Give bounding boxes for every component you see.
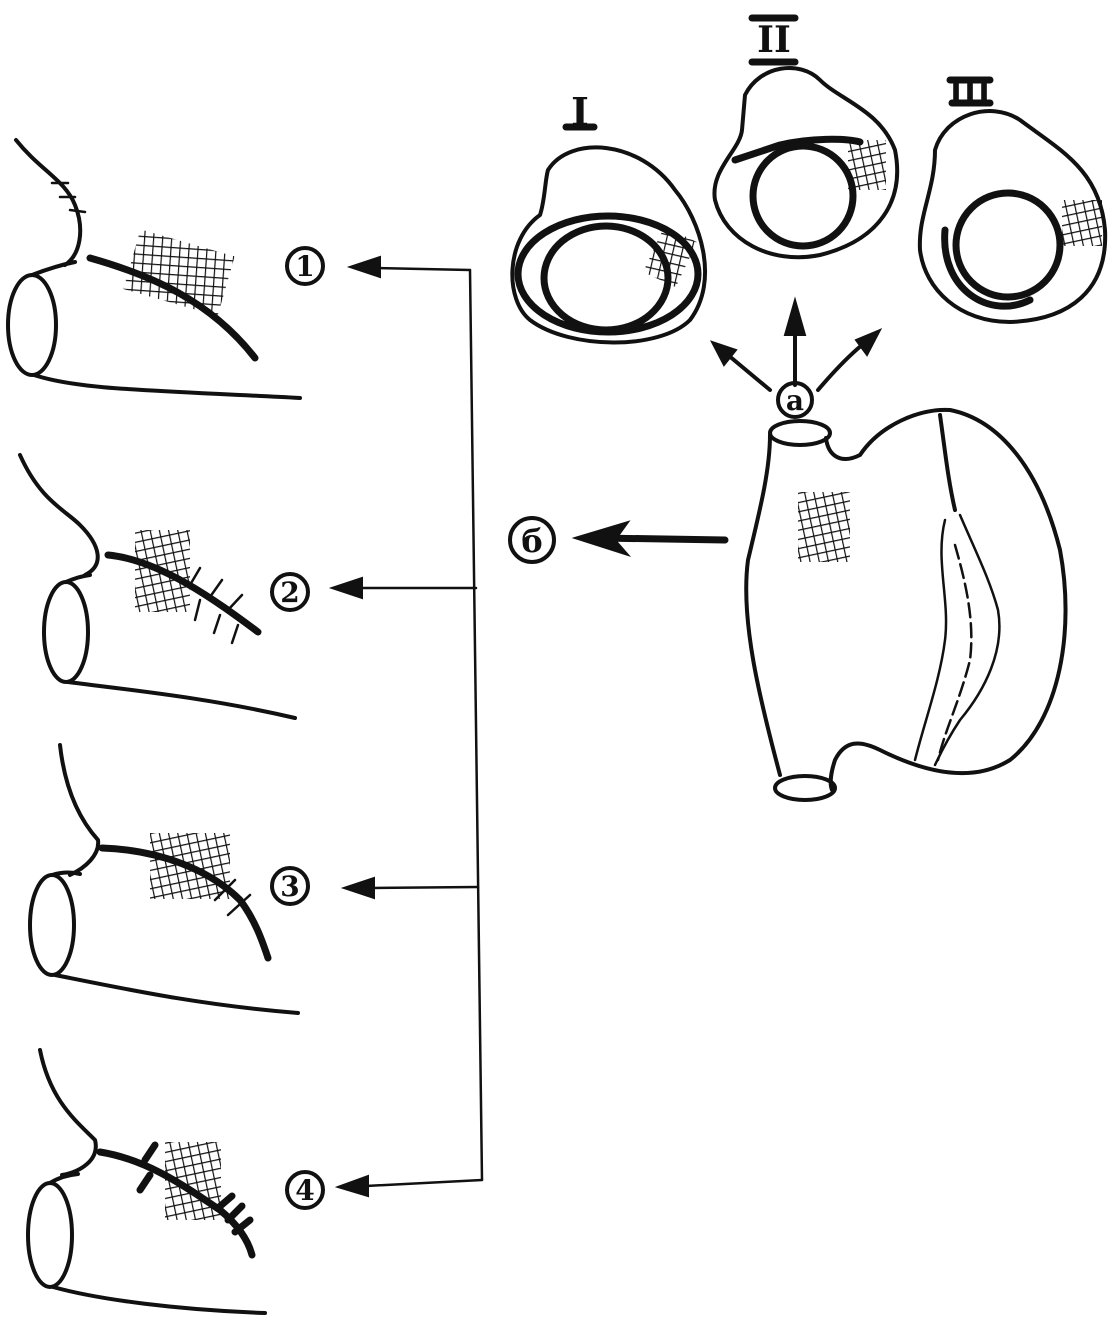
view-a-arrows (712, 300, 880, 390)
mesh-patch-stomach (798, 492, 850, 562)
mesh-patch-3 (150, 833, 230, 899)
section-label-I: I (571, 89, 589, 134)
mesh-patch-III (1062, 200, 1102, 246)
variant-4-drawing (28, 1050, 265, 1313)
mesh-patch-1 (123, 229, 234, 316)
view-b-marker: б (510, 518, 554, 562)
variant-1-drawing (8, 140, 300, 398)
mesh-patch-I (643, 227, 697, 288)
mesh-patch-4 (165, 1142, 221, 1220)
variant-2-drawing (20, 455, 295, 718)
variant-3-drawing (30, 745, 298, 1013)
branch-connector (332, 257, 482, 1196)
mesh-patch-II (848, 140, 886, 190)
cross-section-II: II (714, 18, 897, 257)
view-b-arrow (575, 522, 725, 555)
section-label-II: II (757, 19, 791, 61)
variant-2-label: 2 (272, 574, 308, 610)
variant-4-label: 4 (287, 1172, 323, 1208)
label-2: 2 (280, 576, 299, 609)
mesh-patch-2 (135, 530, 190, 612)
label-b: б (521, 522, 542, 560)
label-1: 1 (295, 250, 314, 283)
cross-section-I: I (512, 89, 705, 343)
label-a: a (786, 384, 804, 417)
label-4: 4 (295, 1174, 314, 1207)
view-a-marker: a (778, 383, 812, 417)
variant-1-label: 1 (287, 248, 323, 284)
stomach-drawing (746, 410, 1065, 800)
label-3: 3 (280, 870, 299, 903)
cross-section-III: III (920, 76, 1105, 322)
variant-3-label: 3 (272, 868, 308, 904)
